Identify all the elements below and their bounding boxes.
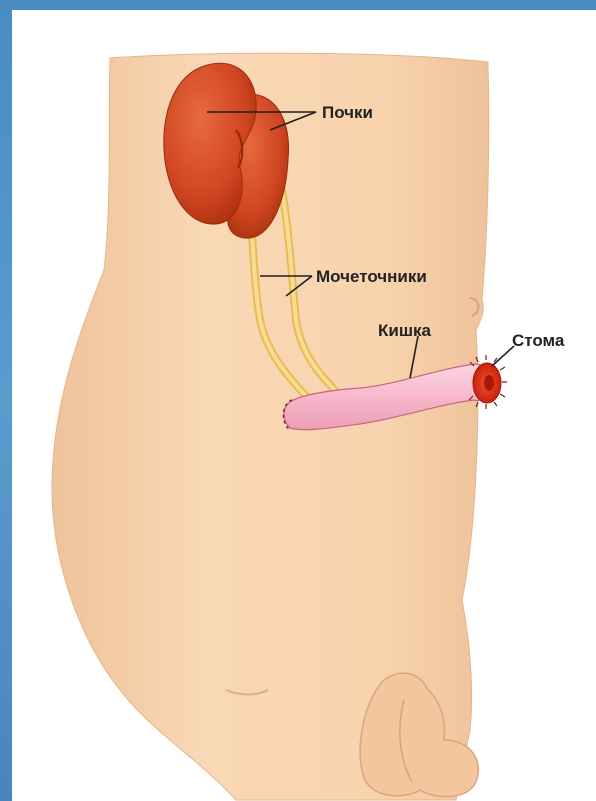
label-ureters: Мочеточники <box>316 267 427 286</box>
label-kidneys: Почки <box>322 103 373 122</box>
label-stoma: Стома <box>512 331 565 350</box>
leader-stoma <box>492 346 514 366</box>
label-intestine: Кишка <box>378 321 432 340</box>
